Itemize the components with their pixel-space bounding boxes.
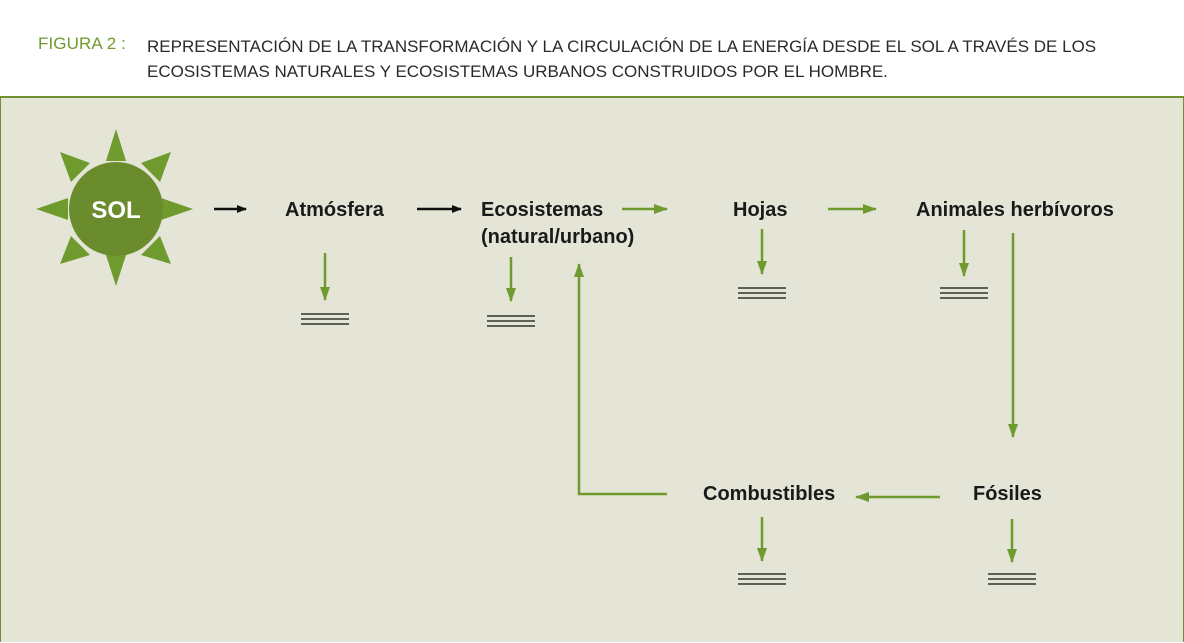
sun-icon: SOL	[36, 129, 193, 286]
sol-label: SOL	[91, 197, 140, 224]
figure-title-line-1: REPRESENTACIÓN DE LA TRANSFORMACIÓN Y LA…	[147, 37, 1097, 56]
node-fosiles: Fósiles	[973, 483, 1042, 505]
heat-loss-hojas	[738, 229, 786, 299]
arrow-combustibles-to-ecosistemas	[574, 263, 667, 496]
heat-loss-atmosfera	[301, 253, 349, 325]
node-combustibles: Combustibles	[703, 483, 835, 505]
sun-ray-top	[106, 129, 126, 161]
figure-title: REPRESENTACIÓN DE LA TRANSFORMACIÓN Y LA…	[147, 34, 1157, 84]
heat-loss-animales	[940, 230, 988, 299]
sun-ray-top-right	[141, 152, 171, 182]
node-animales-herbivoros: Animales herbívoros	[916, 199, 1114, 221]
sun-ray-bottom	[106, 255, 126, 286]
sun-ray-bottom-left	[60, 236, 90, 264]
heat-loss-combustibles	[738, 517, 786, 585]
node-hojas: Hojas	[733, 199, 787, 221]
sun-ray-bottom-right	[141, 236, 171, 264]
ground-symbol	[988, 573, 1036, 585]
figure-label: FIGURA 2 :	[38, 34, 126, 53]
ground-symbol	[487, 315, 535, 327]
figure-caption: FIGURA 2 : REPRESENTACIÓN DE LA TRANSFOR…	[0, 0, 1184, 98]
heat-loss-ecosistemas	[487, 257, 535, 327]
node-ecosistemas-line-2: (natural/urbano)	[481, 226, 634, 248]
diagram-panel	[1, 98, 1183, 642]
figure-title-line-2: ECOSISTEMAS NATURALES Y ECOSISTEMAS URBA…	[147, 62, 888, 81]
ground-symbol	[301, 313, 349, 325]
ground-symbol	[940, 287, 988, 299]
sun-ray-left	[36, 198, 68, 220]
heat-loss-fosiles	[988, 519, 1036, 585]
sun-ray-top-left	[60, 152, 90, 182]
ground-symbol	[738, 287, 786, 299]
sun-disc	[69, 162, 163, 256]
node-ecosistemas-line-1: Ecosistemas	[481, 199, 603, 221]
node-atmosfera: Atmósfera	[285, 199, 385, 221]
ground-symbol	[738, 573, 786, 585]
sun-ray-right	[161, 198, 193, 220]
